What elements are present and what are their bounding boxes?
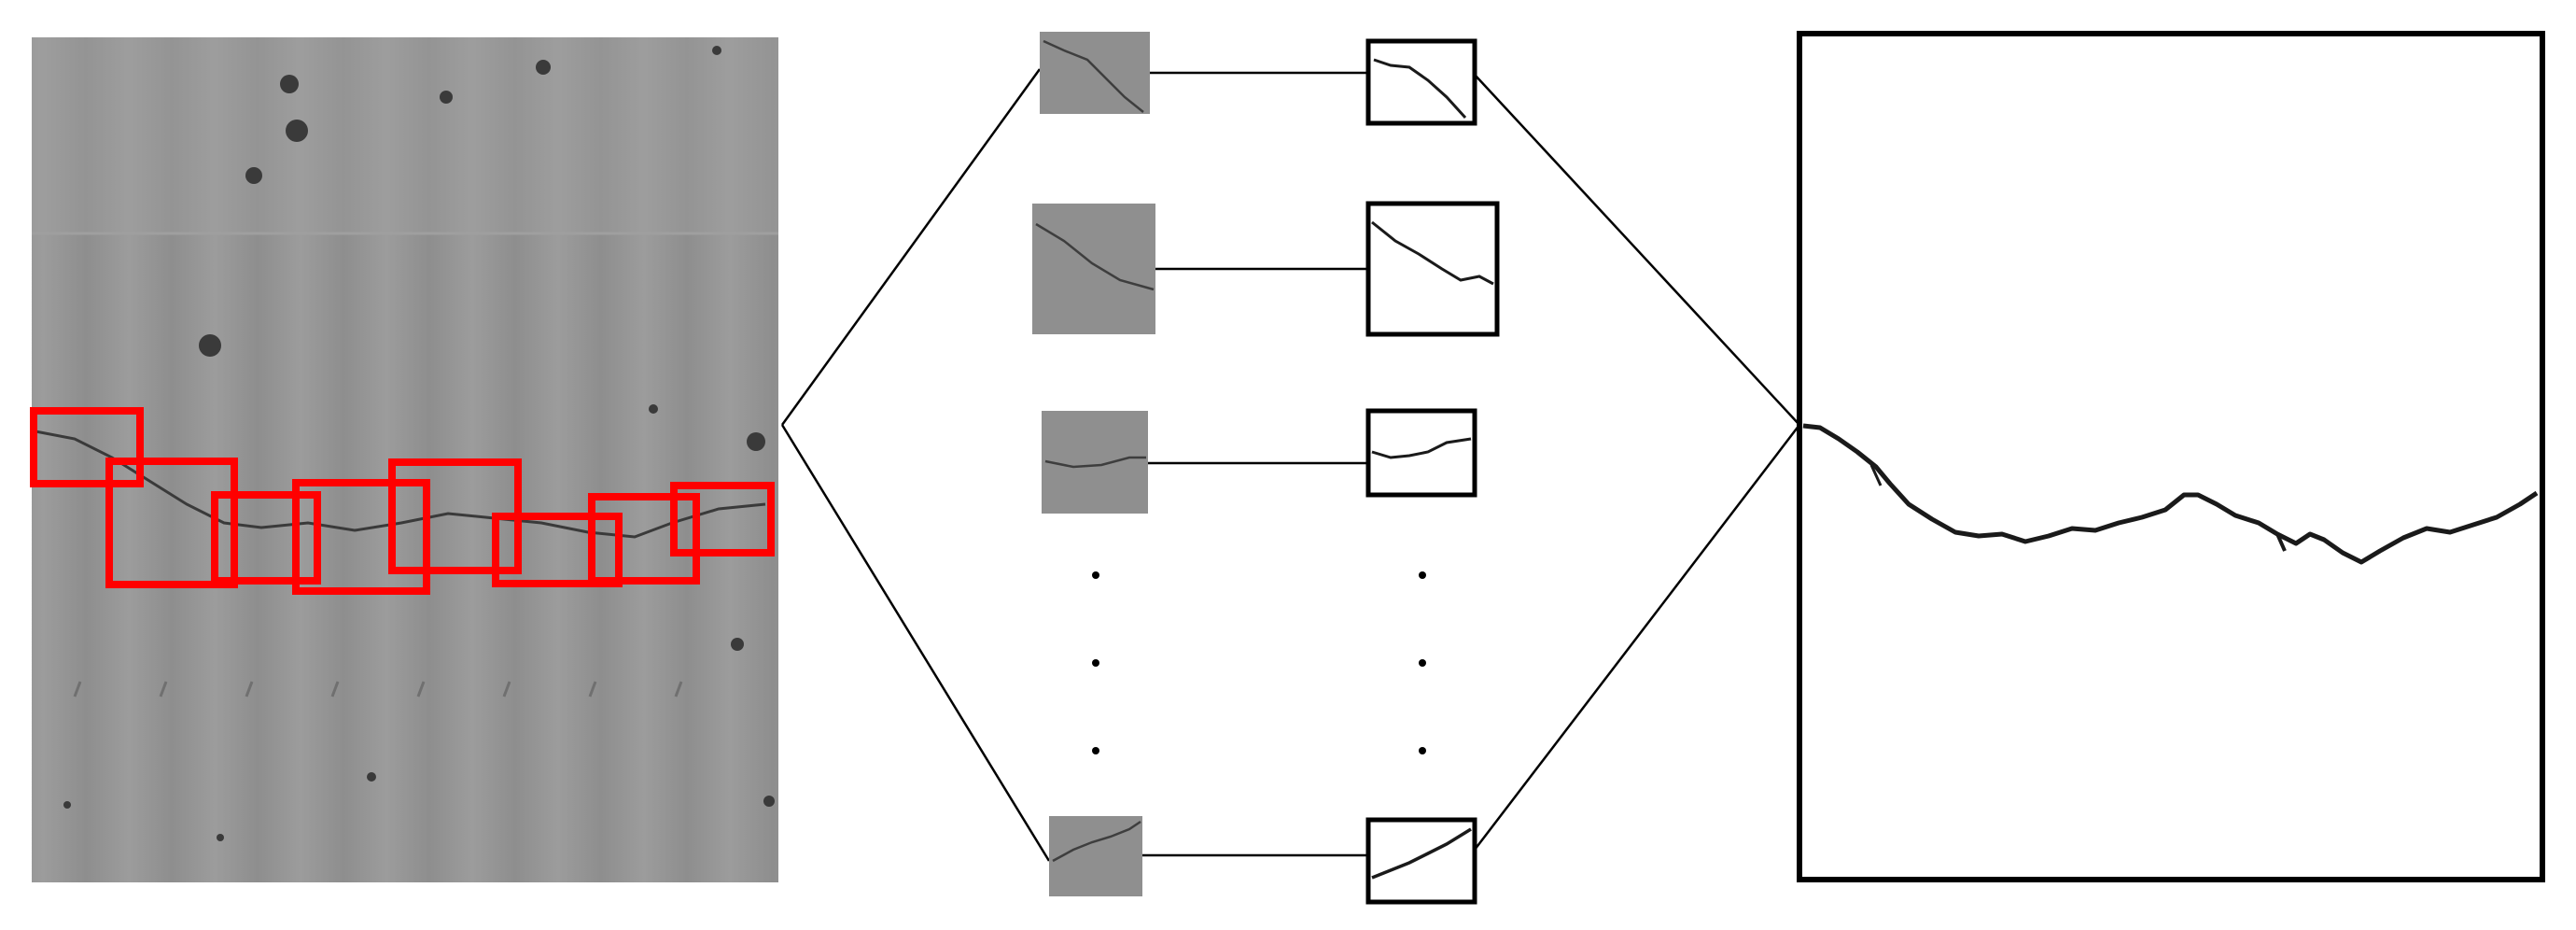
crop-thumbnail bbox=[1040, 32, 1150, 114]
full-mask-frame bbox=[1797, 31, 2545, 882]
crop-pair-3 bbox=[1042, 408, 1477, 514]
vertical-dots-icon bbox=[1092, 747, 1099, 754]
full-crack-line bbox=[1802, 423, 2539, 565]
crop-thumbnail bbox=[1042, 411, 1148, 514]
mask-thumbnail bbox=[1365, 408, 1477, 498]
mask-thumbnail bbox=[1365, 817, 1477, 905]
vertical-dots-icon bbox=[1419, 571, 1426, 579]
crop-pair-2 bbox=[1032, 201, 1500, 337]
vertical-dots-icon bbox=[1419, 659, 1426, 667]
crop-thumbnail bbox=[1032, 204, 1155, 334]
vertical-dots-icon bbox=[1092, 659, 1099, 667]
source-image-panel bbox=[30, 37, 778, 882]
source-image-top-band bbox=[32, 37, 778, 233]
ellipsis-left bbox=[1092, 571, 1099, 754]
micro-streaks bbox=[73, 681, 683, 698]
vertical-dots-icon bbox=[1419, 747, 1426, 754]
detection-box bbox=[670, 482, 775, 557]
defect-spots bbox=[63, 46, 775, 841]
detection-boxes bbox=[30, 407, 775, 595]
ellipsis-right bbox=[1419, 571, 1426, 754]
full-segmentation-mask-panel bbox=[1797, 31, 2545, 882]
detection-box bbox=[30, 407, 144, 487]
vertical-dots-icon bbox=[1092, 571, 1099, 579]
fan-in-connectors bbox=[1474, 74, 1800, 851]
detection-box bbox=[105, 458, 238, 588]
mask-thumbnail bbox=[1365, 201, 1500, 337]
detection-box bbox=[292, 479, 430, 595]
crop-pair-1 bbox=[1040, 32, 1477, 126]
detection-box bbox=[211, 491, 321, 585]
detection-box bbox=[588, 493, 700, 585]
fan-out-connectors bbox=[780, 68, 1051, 862]
detection-box bbox=[492, 513, 623, 587]
crop-pair-4 bbox=[1049, 816, 1477, 905]
